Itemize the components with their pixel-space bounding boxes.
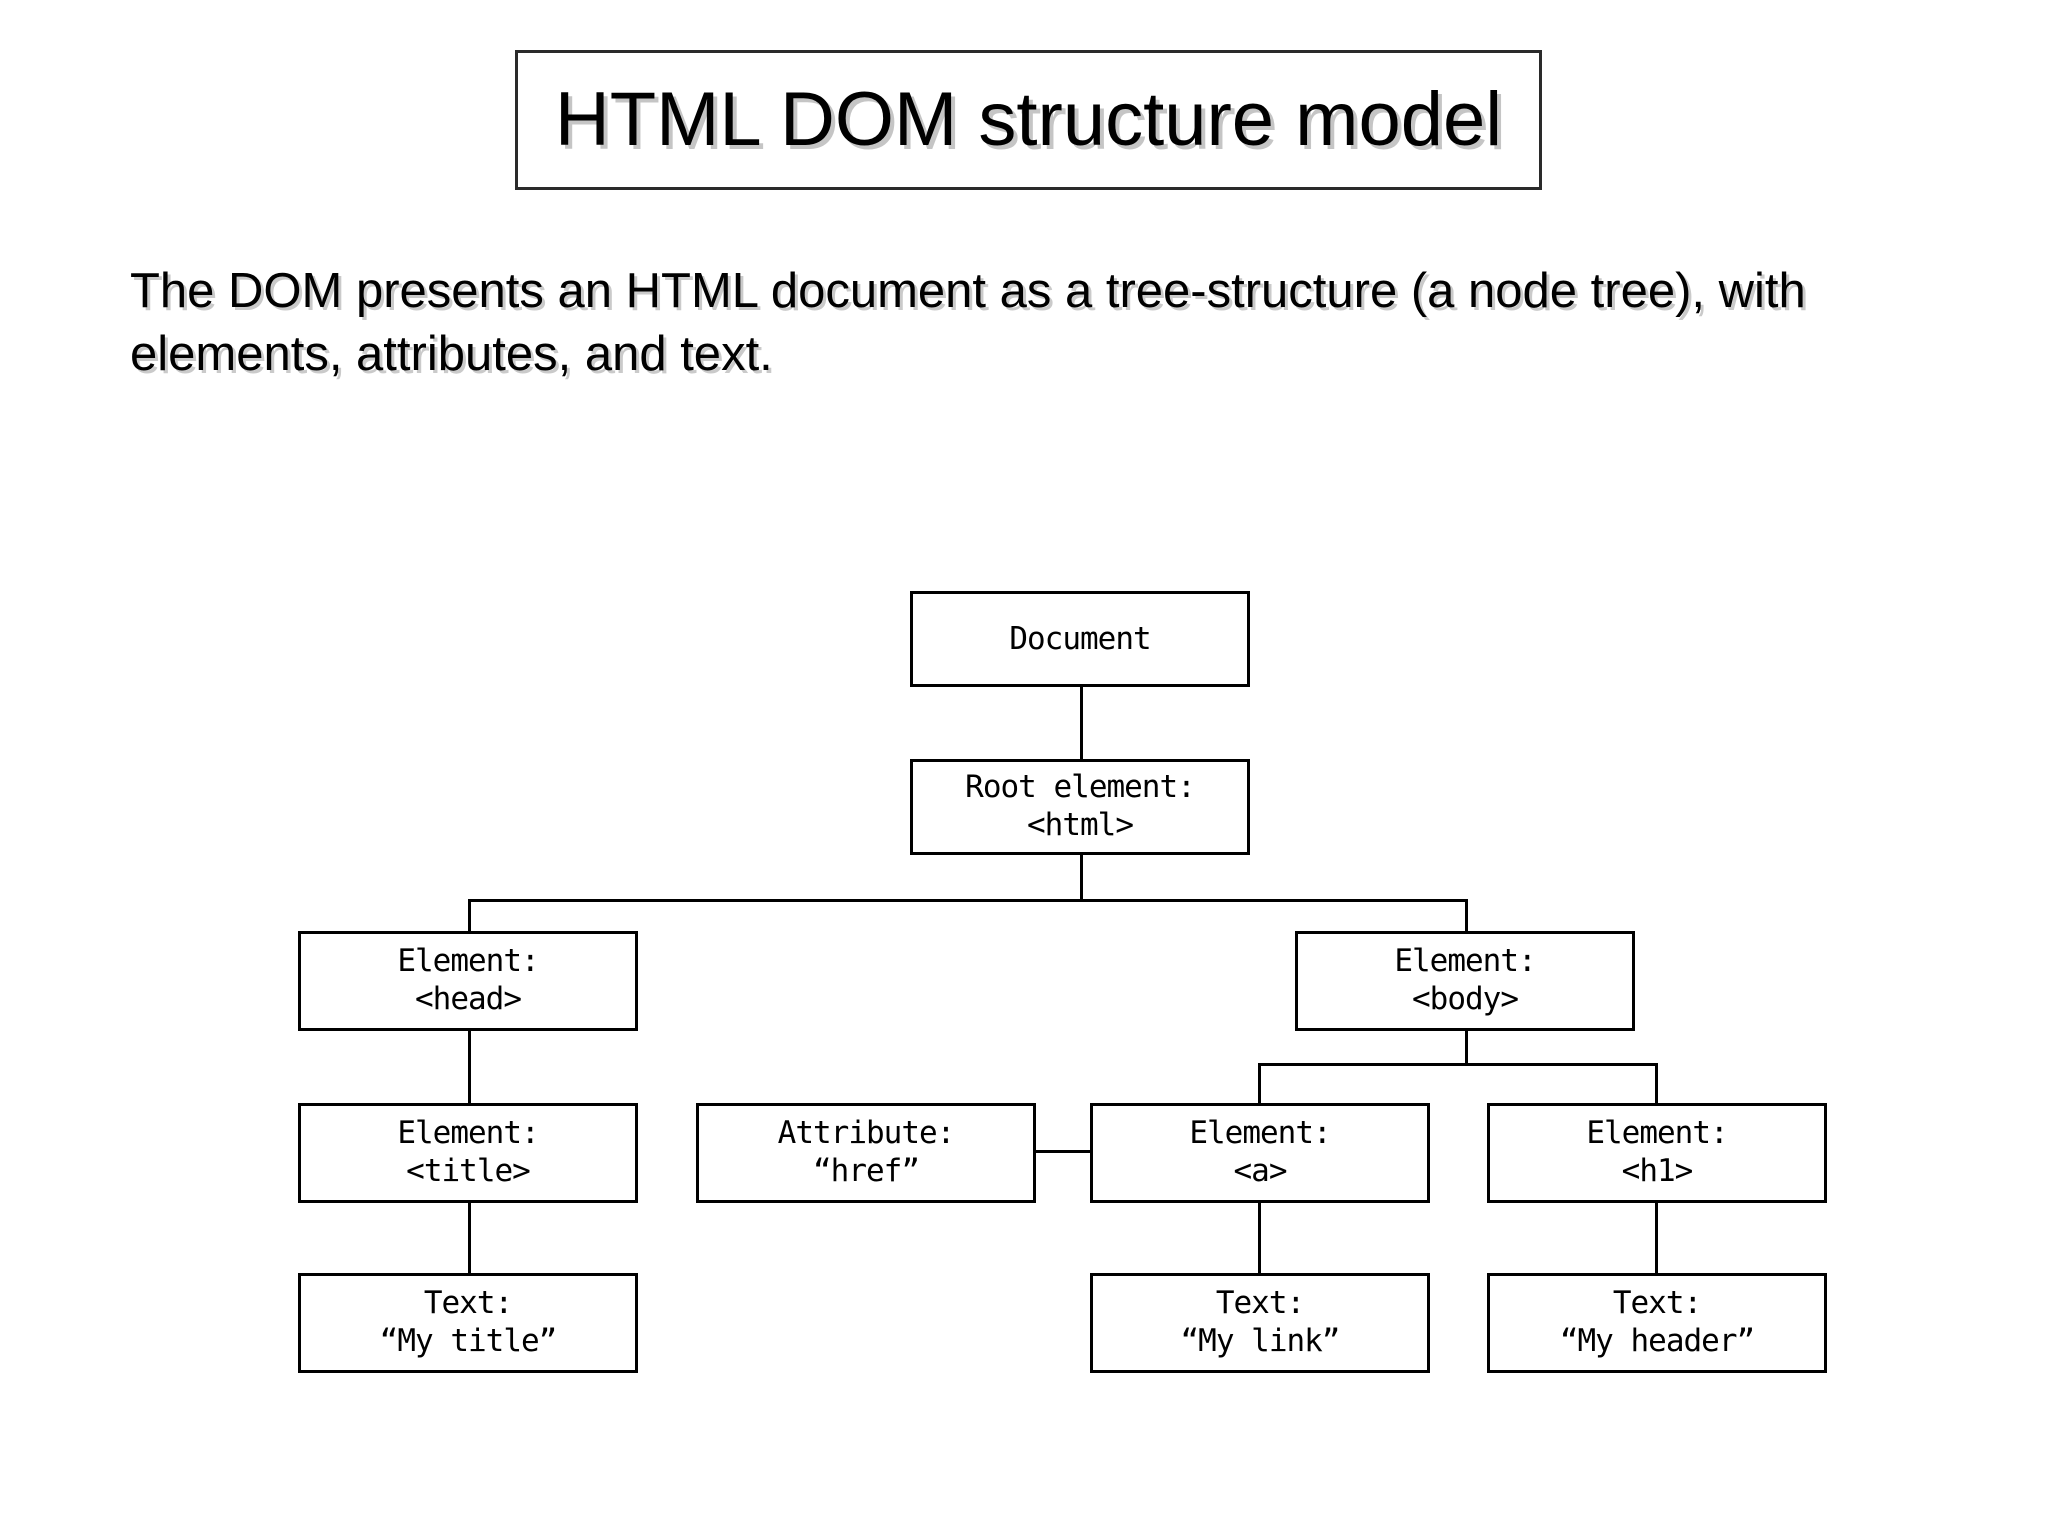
node-root-html-line1: Root element: <box>965 769 1196 806</box>
node-text-my-title-line2: “My title” <box>379 1323 558 1359</box>
edge-body-to-h1 <box>1655 1063 1658 1103</box>
node-text-my-header-line1: Text: <box>1612 1285 1702 1322</box>
edge-body-stem <box>1465 1031 1468 1064</box>
node-text-my-title-line1: Text: <box>423 1285 513 1322</box>
node-root-html[interactable]: Root element: <html> <box>910 759 1250 855</box>
node-title-element-line2: <title> <box>406 1153 531 1189</box>
node-h1[interactable]: Element: <h1> <box>1487 1103 1827 1203</box>
node-text-my-header-line2: “My header” <box>1559 1323 1755 1359</box>
node-anchor-line1: Element: <box>1189 1115 1331 1152</box>
node-attribute-href[interactable]: Attribute: “href” <box>696 1103 1036 1203</box>
intro-paragraph: The DOM presents an HTML document as a t… <box>130 264 1806 381</box>
edge-root-to-body <box>1465 899 1468 931</box>
node-anchor[interactable]: Element: <a> <box>1090 1103 1430 1203</box>
node-title-element[interactable]: Element: <title> <box>298 1103 638 1203</box>
node-document-line1: Document <box>1009 620 1151 657</box>
node-text-my-link-line2: “My link” <box>1180 1323 1341 1359</box>
node-body[interactable]: Element: <body> <box>1295 931 1635 1031</box>
node-h1-line2: <h1> <box>1621 1153 1694 1189</box>
node-head-line1: Element: <box>397 943 539 980</box>
node-text-my-link[interactable]: Text: “My link” <box>1090 1273 1430 1373</box>
edge-h1-to-text <box>1655 1203 1658 1273</box>
edge-root-stem <box>1080 855 1083 902</box>
node-attribute-href-line1: Attribute: <box>777 1115 956 1152</box>
edge-root-to-head <box>468 899 471 931</box>
edge-body-crossbar <box>1258 1063 1658 1066</box>
edge-document-to-root <box>1080 687 1083 767</box>
node-root-html-line2: <html> <box>1027 807 1134 843</box>
node-h1-line1: Element: <box>1586 1115 1728 1152</box>
edge-root-crossbar <box>468 899 1468 902</box>
edge-anchor-to-text <box>1258 1203 1261 1273</box>
node-anchor-line2: <a> <box>1233 1153 1288 1189</box>
edge-title-to-text <box>468 1203 471 1273</box>
edge-body-to-anchor <box>1258 1063 1261 1103</box>
node-text-my-link-line1: Text: <box>1215 1285 1305 1322</box>
node-attribute-href-line2: “href” <box>813 1153 920 1189</box>
node-body-line1: Element: <box>1394 943 1536 980</box>
node-text-my-title[interactable]: Text: “My title” <box>298 1273 638 1373</box>
node-title-element-line1: Element: <box>397 1115 539 1152</box>
node-head-line2: <head> <box>415 981 522 1017</box>
edge-head-to-title <box>468 1031 471 1103</box>
node-document[interactable]: Document <box>910 591 1250 687</box>
slide-title-box: HTML DOM structure model <box>515 50 1542 190</box>
node-body-line2: <body> <box>1412 981 1519 1017</box>
node-text-my-header[interactable]: Text: “My header” <box>1487 1273 1827 1373</box>
page-title: HTML DOM structure model <box>554 77 1503 162</box>
edge-href-to-anchor <box>1036 1150 1090 1153</box>
node-head[interactable]: Element: <head> <box>298 931 638 1031</box>
